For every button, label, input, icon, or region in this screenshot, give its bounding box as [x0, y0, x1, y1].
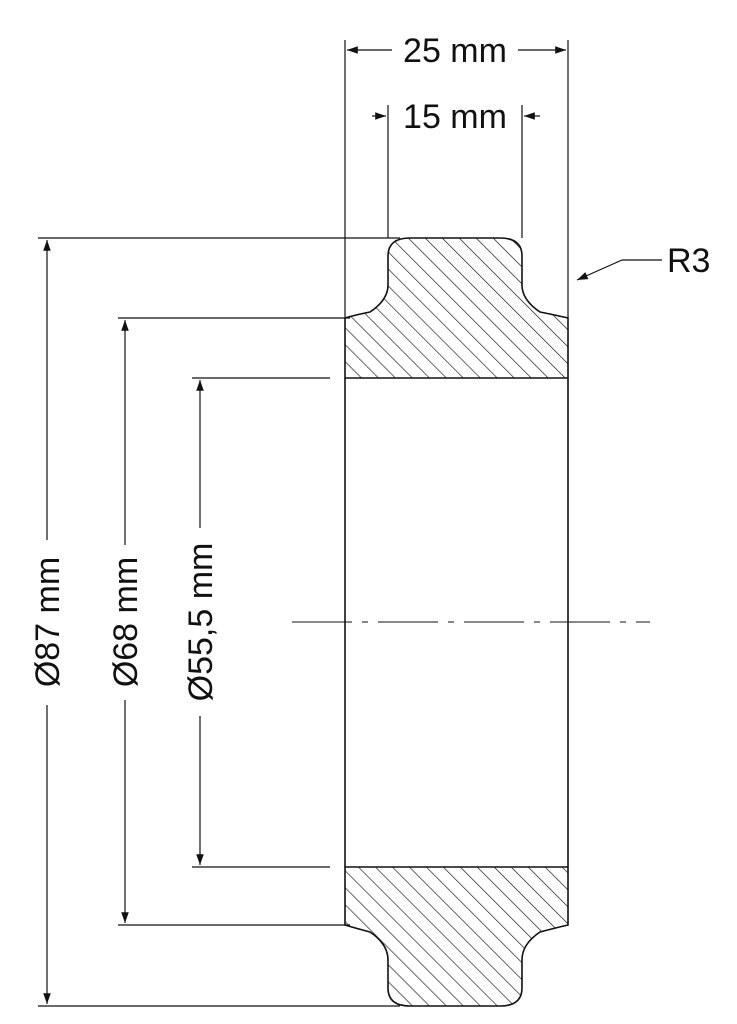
flange-width-label: 15 mm: [403, 98, 507, 136]
radius-label: R3: [667, 242, 710, 280]
radius-callout: R3: [576, 242, 710, 281]
lower-hatched-profile: [344, 866, 569, 1007]
overall-width-label: 25 mm: [403, 32, 507, 70]
bore-diameter-label: Ø55,5 mm: [182, 543, 220, 702]
dimension-body-diameter: Ø68 mm: [107, 317, 350, 926]
upper-hatched-profile: [344, 237, 569, 379]
dimension-outer-diameter: Ø87 mm: [29, 237, 400, 1007]
dimension-bore-diameter: Ø55,5 mm: [182, 377, 330, 868]
dimension-overall-width: 25 mm: [344, 32, 569, 318]
outer-diameter-label: Ø87 mm: [29, 557, 67, 687]
dimension-flange-width: 15 mm: [372, 98, 540, 238]
upper-section: [344, 237, 569, 379]
body-diameter-label: Ø68 mm: [107, 557, 145, 687]
radius-leader-arrow: [576, 259, 623, 281]
lower-section: [344, 866, 569, 1007]
